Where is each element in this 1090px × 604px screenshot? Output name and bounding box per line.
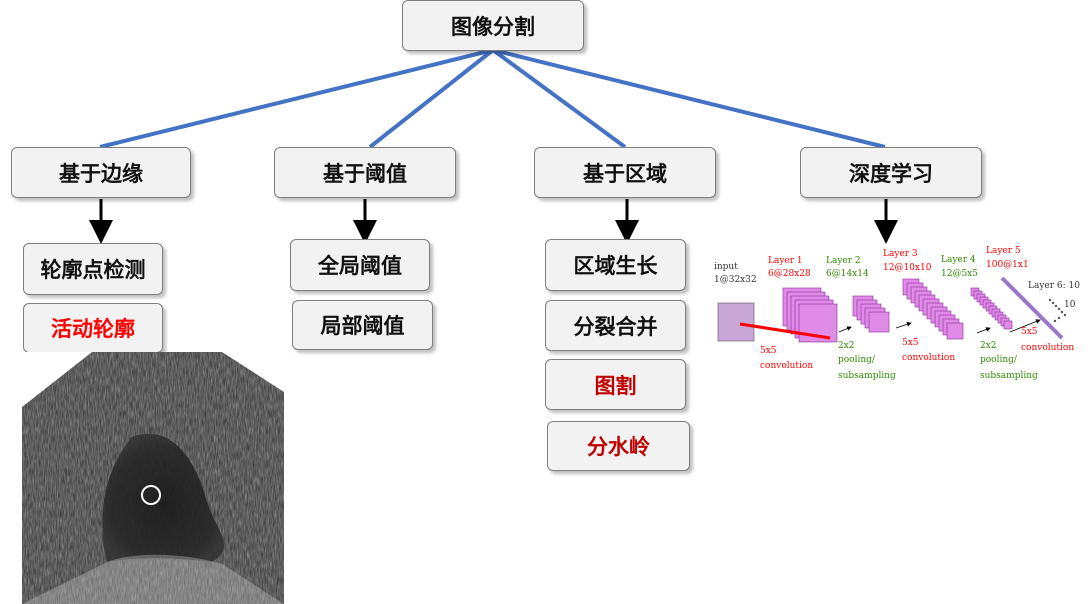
- category-region: 基于区域: [534, 147, 716, 198]
- method-contour-point: 轮廓点检测: [23, 243, 163, 295]
- category-deep-learning-label: 深度学习: [849, 161, 933, 186]
- category-threshold: 基于阈值: [274, 147, 456, 198]
- layer4-size: 12@5x5: [941, 269, 978, 279]
- layer5-name: Layer 5: [986, 246, 1021, 256]
- input-name: input: [714, 262, 738, 272]
- layer3-size: 12@10x10: [883, 263, 932, 273]
- category-deep-learning: 深度学习: [800, 147, 982, 198]
- layer1-size: 6@28x28: [768, 269, 811, 279]
- layer3-maps: [902, 278, 964, 340]
- connector-edge: [99, 48, 494, 149]
- connector-threshold: [368, 48, 495, 149]
- method-label: 局部阈值: [320, 314, 405, 338]
- root-label: 图像分割: [451, 14, 535, 39]
- seed-circle: [141, 485, 161, 505]
- category-edge: 基于边缘: [11, 147, 191, 198]
- method-label: 分水岭: [587, 435, 650, 459]
- op4-name: pooling/: [980, 355, 1018, 365]
- layer2-size: 6@14x14: [826, 269, 869, 279]
- op1-k: 5x5: [760, 346, 777, 356]
- conv-kernel-line: [739, 322, 831, 340]
- ultrasound-image: [22, 352, 284, 604]
- layer5-size: 100@1x1: [986, 260, 1029, 270]
- category-threshold-label: 基于阈值: [323, 161, 407, 186]
- root-node: 图像分割: [402, 0, 584, 51]
- input-map: [717, 302, 755, 342]
- layer1-name: Layer 1: [768, 256, 803, 266]
- op5-name: convolution: [1021, 343, 1074, 353]
- op1-name: convolution: [760, 361, 813, 371]
- op2-name: pooling/: [838, 355, 876, 365]
- layer4-name: Layer 4: [941, 255, 976, 265]
- op4-name2: subsampling: [980, 371, 1038, 381]
- layer1-maps: [782, 287, 838, 343]
- method-region-growing: 区域生长: [545, 239, 686, 291]
- input-size: 1@32x32: [714, 275, 757, 285]
- op3-name: convolution: [902, 353, 955, 363]
- op3-k: 5x5: [902, 338, 919, 348]
- op2-name2: subsampling: [838, 371, 896, 381]
- layer5-vector: [1000, 276, 1064, 340]
- op2-k: 2x2: [838, 341, 855, 351]
- method-local-threshold: 局部阈值: [292, 300, 433, 350]
- method-label: 区域生长: [573, 254, 658, 278]
- category-edge-label: 基于边缘: [59, 161, 143, 186]
- method-label: 轮廓点检测: [40, 258, 146, 282]
- op4-k: 2x2: [980, 341, 997, 351]
- method-global-threshold: 全局阈值: [290, 239, 430, 291]
- method-label: 图割: [594, 373, 637, 398]
- category-region-label: 基于区域: [583, 161, 667, 186]
- layer2-name: Layer 2: [826, 256, 861, 266]
- method-split-merge: 分裂合并: [545, 300, 686, 351]
- method-label: 分裂合并: [573, 314, 658, 339]
- connector-region: [491, 48, 627, 149]
- layer6-outputs: [1048, 298, 1067, 323]
- layer6-size: 10: [1064, 300, 1076, 310]
- layer2-maps: [852, 295, 890, 333]
- method-label: 活动轮廓: [51, 317, 135, 341]
- method-label: 全局阈值: [318, 254, 402, 278]
- layer3-name: Layer 3: [883, 249, 918, 259]
- connector-deep: [492, 48, 886, 149]
- layer4-maps: [970, 287, 1013, 330]
- method-watershed: 分水岭: [547, 421, 690, 471]
- layer6-name: Layer 6: 10: [1028, 281, 1080, 291]
- method-graph-cut: 图割: [545, 359, 686, 410]
- op5-k: 5x5: [1021, 327, 1038, 337]
- method-active-contour: 活动轮廓: [23, 303, 163, 353]
